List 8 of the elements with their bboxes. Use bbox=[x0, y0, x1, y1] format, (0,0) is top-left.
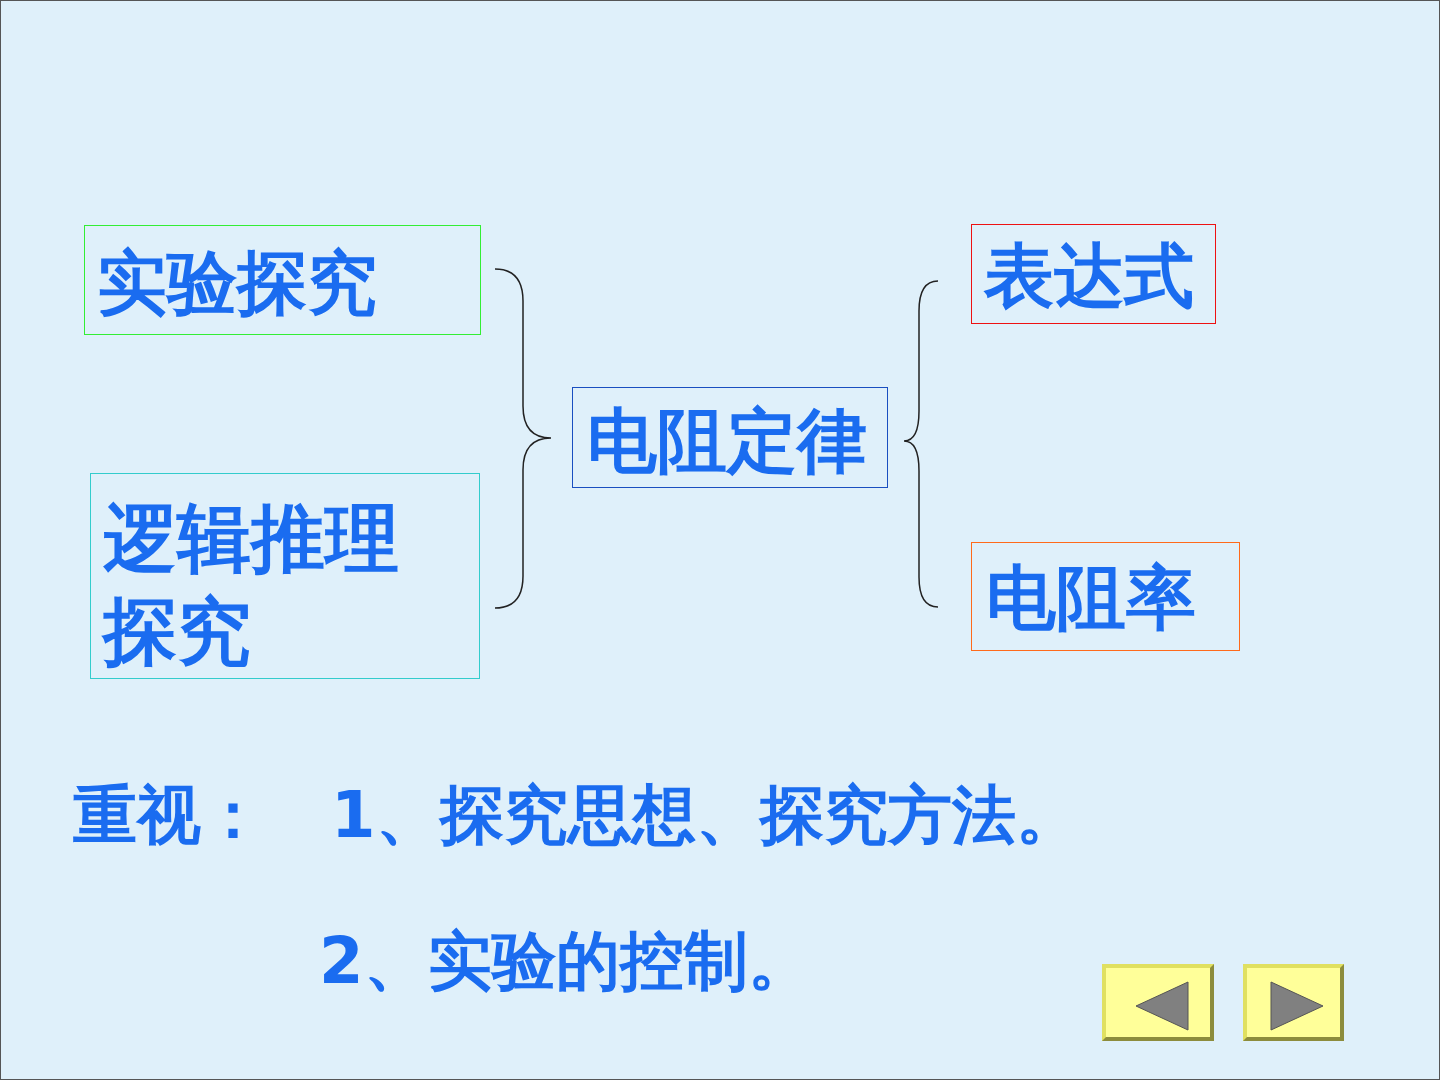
text-box: 实验探究 bbox=[84, 225, 481, 335]
note-text: 1、探究思想、探究方法。 bbox=[331, 783, 1080, 847]
text-box: 电阻定律 bbox=[572, 387, 888, 488]
note-text: 重视： bbox=[73, 783, 265, 847]
text-box: 电阻率 bbox=[971, 542, 1240, 651]
text-box: 逻辑推理探究 bbox=[90, 473, 480, 679]
note-text: 2、实验的控制。 bbox=[319, 929, 812, 993]
text-box: 表达式 bbox=[971, 224, 1216, 324]
